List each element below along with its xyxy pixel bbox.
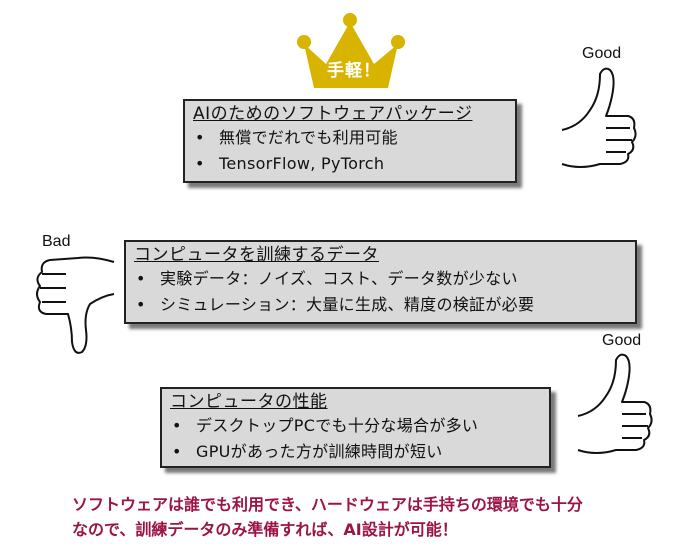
crown-icon <box>297 13 405 88</box>
training-data-box: コンピュータを訓練するデータ 実験データ：ノイズ、コスト、データ数が少ない シミ… <box>124 240 637 324</box>
summary-line-2: なので、訓練データのみ準備すれば、AI設計が可能！ <box>72 520 458 539</box>
training-data-bullet: 実験データ：ノイズ、コスト、データ数が少ない <box>134 266 629 292</box>
thumbs-up-icon <box>577 353 653 454</box>
bad-label: Bad <box>42 233 71 250</box>
thumbs-up-icon <box>561 67 637 168</box>
training-data-bullet: シミュレーション：大量に生成、精度の検証が必要 <box>134 292 629 318</box>
training-data-box-title: コンピュータを訓練するデータ <box>134 245 379 265</box>
software-box-title: AIのためのソフトウェアパッケージ <box>193 104 473 124</box>
good-label-bottom: Good <box>602 332 642 349</box>
summary-text: ソフトウェアは誰でも利用でき、ハードウェアは手持ちの環境でも十分 なので、訓練デ… <box>72 492 672 542</box>
summary-line-1: ソフトウェアは誰でも利用でき、ハードウェアは手持ちの環境でも十分 <box>72 495 583 514</box>
crown-label: 手軽！ <box>327 61 381 81</box>
computer-performance-bullet: デスクトップPCでも十分な場合が多い <box>170 413 543 439</box>
software-box: AIのためのソフトウェアパッケージ 無償でだれでも利用可能 TensorFlow… <box>183 99 517 183</box>
thumbs-down-icon <box>36 256 115 354</box>
computer-performance-box: コンピュータの性能 デスクトップPCでも十分な場合が多い GPUがあった方が訓練… <box>160 387 551 468</box>
software-bullet: TensorFlow, PyTorch <box>193 151 509 177</box>
computer-performance-box-title: コンピュータの性能 <box>170 392 328 412</box>
good-label-top: Good <box>582 45 622 62</box>
computer-performance-bullet: GPUがあった方が訓練時間が短い <box>170 439 543 465</box>
software-bullet: 無償でだれでも利用可能 <box>193 125 509 151</box>
